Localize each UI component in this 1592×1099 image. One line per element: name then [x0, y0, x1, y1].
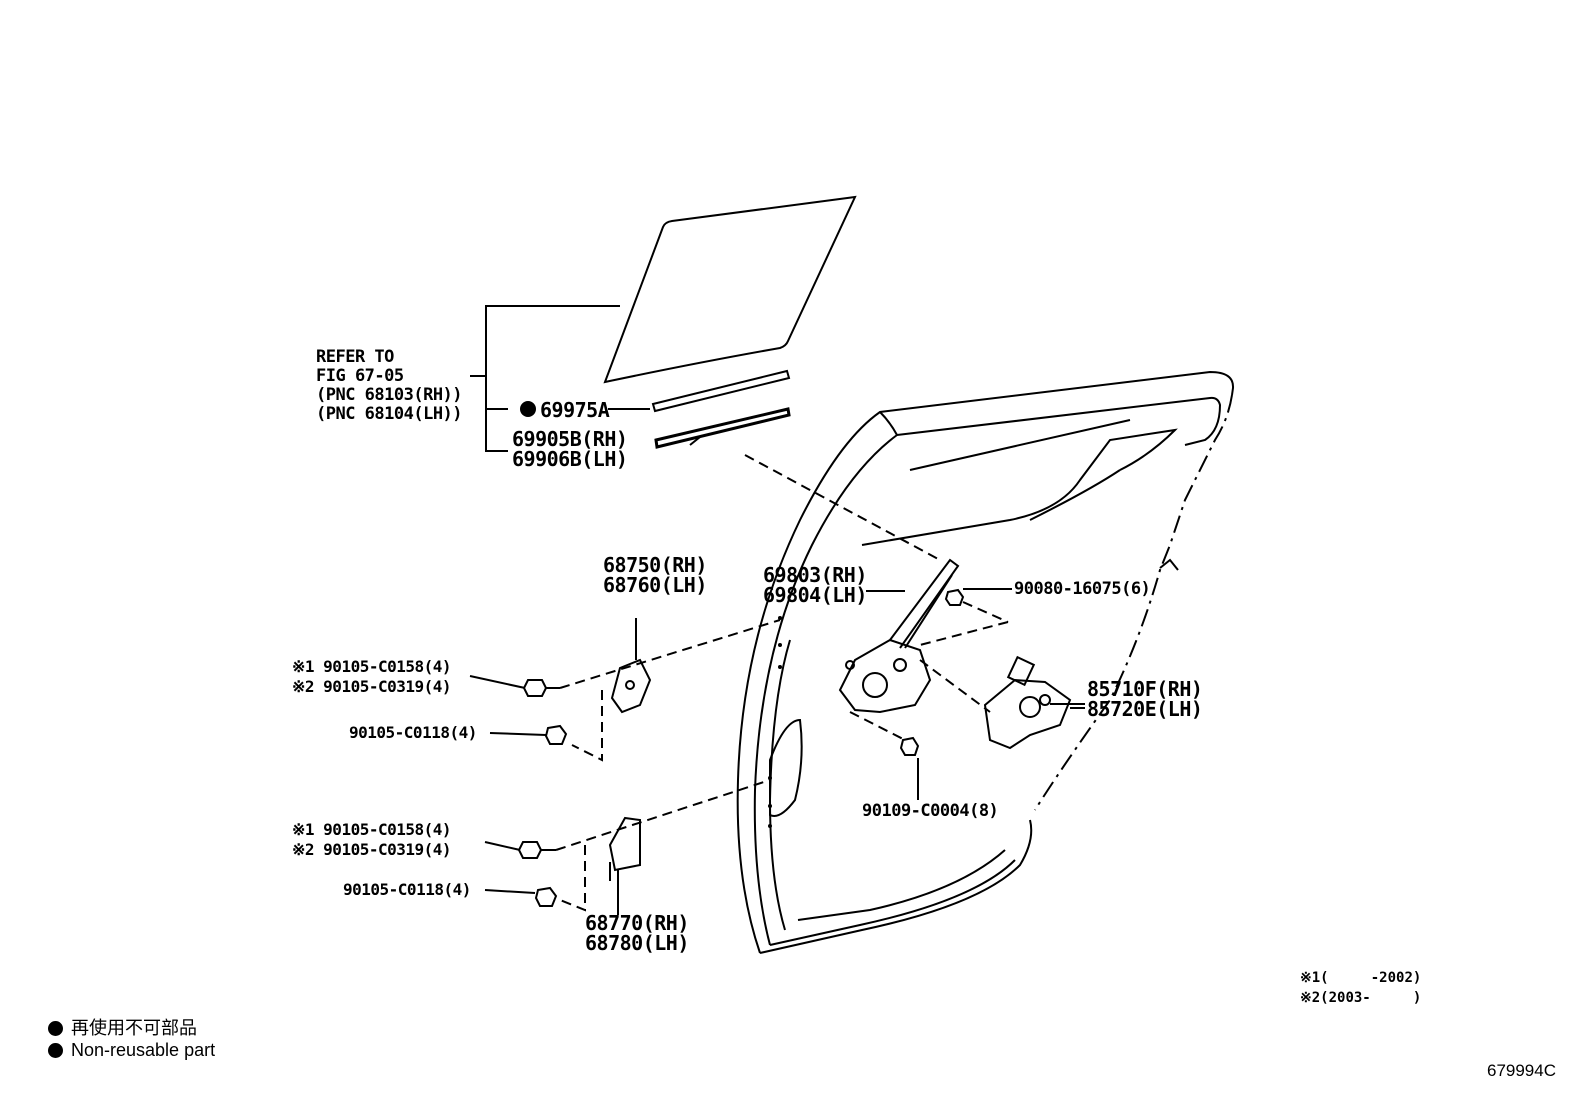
label-69803[interactable]: 69803(RH) — [763, 563, 867, 587]
label-lower-bolt-2[interactable]: ※2 90105-C0319(4) — [292, 840, 452, 859]
refer-line-2: FIG 67-05 — [316, 366, 404, 386]
label-69906b[interactable]: 69906B(LH) — [512, 447, 628, 471]
label-90109[interactable]: 90109-C0004(8) — [862, 801, 999, 821]
lower-hinge — [608, 816, 641, 872]
label-68780[interactable]: 68780(LH) — [585, 931, 689, 955]
bolt-90080 — [944, 588, 965, 606]
non-reusable-marker — [520, 401, 536, 417]
regulator-rail — [889, 558, 960, 649]
bullet-icon — [48, 1021, 63, 1036]
label-85710f[interactable]: 85710F(RH) — [1087, 677, 1203, 701]
label-69804[interactable]: 69804(LH) — [763, 583, 867, 607]
regulator-body — [838, 638, 932, 714]
bolt-90109 — [899, 736, 920, 756]
refer-line-1: REFER TO — [316, 347, 394, 367]
figure-id: 679994C — [1486, 1061, 1556, 1080]
bolt-upper-1 — [522, 679, 548, 697]
refer-line-3: (PNC 68103(RH)) — [316, 385, 463, 405]
bolt-lower-2 — [534, 886, 558, 907]
legend-en-text: Non-reusable part — [71, 1040, 216, 1060]
legend-jp: 再使用不可部品 — [48, 1014, 197, 1040]
label-68750[interactable]: 68750(RH) — [603, 553, 707, 577]
note-2: ※2(2003- ) — [1300, 990, 1422, 1006]
label-69975a[interactable]: 69975A — [540, 398, 610, 422]
note-1: ※1( -2002) — [1300, 970, 1422, 986]
bolt-upper-2 — [544, 724, 568, 745]
label-90080[interactable]: 90080-16075(6) — [1014, 579, 1151, 599]
legend-en: Non-reusable part — [48, 1040, 215, 1061]
label-69905b[interactable]: 69905B(RH) — [512, 427, 628, 451]
legend-jp-text: 再使用不可部品 — [71, 1018, 197, 1038]
label-68760[interactable]: 68760(LH) — [603, 573, 707, 597]
label-upper-bolt-3[interactable]: 90105-C0118(4) — [349, 723, 477, 742]
refer-line-4: (PNC 68104(LH)) — [316, 404, 463, 424]
label-lower-bolt-1[interactable]: ※1 90105-C0158(4) — [292, 820, 452, 839]
door-glass — [603, 195, 857, 384]
upper-hinge — [610, 658, 652, 714]
bullet-icon — [48, 1043, 63, 1058]
run-channel — [654, 407, 791, 449]
label-lower-bolt-3[interactable]: 90105-C0118(4) — [343, 880, 471, 899]
label-upper-bolt-2[interactable]: ※2 90105-C0319(4) — [292, 677, 452, 696]
bolt-lower-1 — [517, 841, 543, 859]
window-motor — [983, 678, 1072, 750]
label-upper-bolt-1[interactable]: ※1 90105-C0158(4) — [292, 657, 452, 676]
door-outer-frame — [736, 370, 1235, 954]
belt-weatherstrip — [651, 369, 791, 413]
label-85720e[interactable]: 85720E(LH) — [1087, 697, 1203, 721]
label-68770[interactable]: 68770(RH) — [585, 911, 689, 935]
